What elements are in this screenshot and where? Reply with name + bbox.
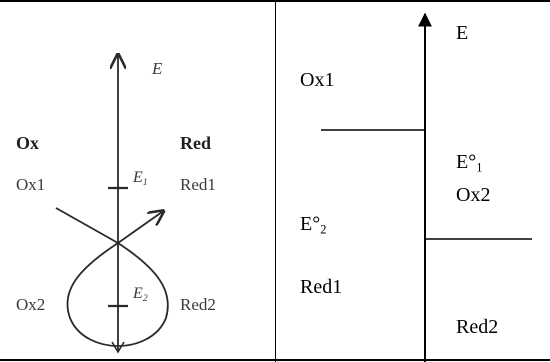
right-label-ox2: Ox2 bbox=[456, 184, 491, 206]
left-label-red2: Red2 bbox=[180, 295, 216, 314]
panel-divider bbox=[275, 0, 276, 362]
right-label-e02: E°2 bbox=[300, 213, 327, 237]
right-label-ox1: Ox1 bbox=[300, 69, 335, 91]
left-heading-ox: Ox bbox=[16, 133, 40, 153]
left-label-e1: E1 bbox=[133, 169, 148, 188]
right-label-e01: E°1 bbox=[456, 151, 483, 175]
right-label-red1: Red1 bbox=[300, 276, 343, 298]
left-label-e2: E2 bbox=[133, 285, 148, 304]
left-label-ox1: Ox1 bbox=[16, 175, 46, 194]
left-axis-label-e: E bbox=[152, 59, 163, 78]
left-label-red1: Red1 bbox=[180, 175, 216, 194]
left-red1-arrow bbox=[117, 212, 162, 244]
left-ox1-line bbox=[55, 207, 119, 244]
right-axis-label-e: E bbox=[456, 22, 469, 44]
left-heading-red: Red bbox=[180, 133, 211, 153]
left-label-ox2: Ox2 bbox=[16, 295, 46, 314]
left-reaction-loop bbox=[66, 242, 169, 347]
right-label-red2: Red2 bbox=[456, 316, 499, 338]
